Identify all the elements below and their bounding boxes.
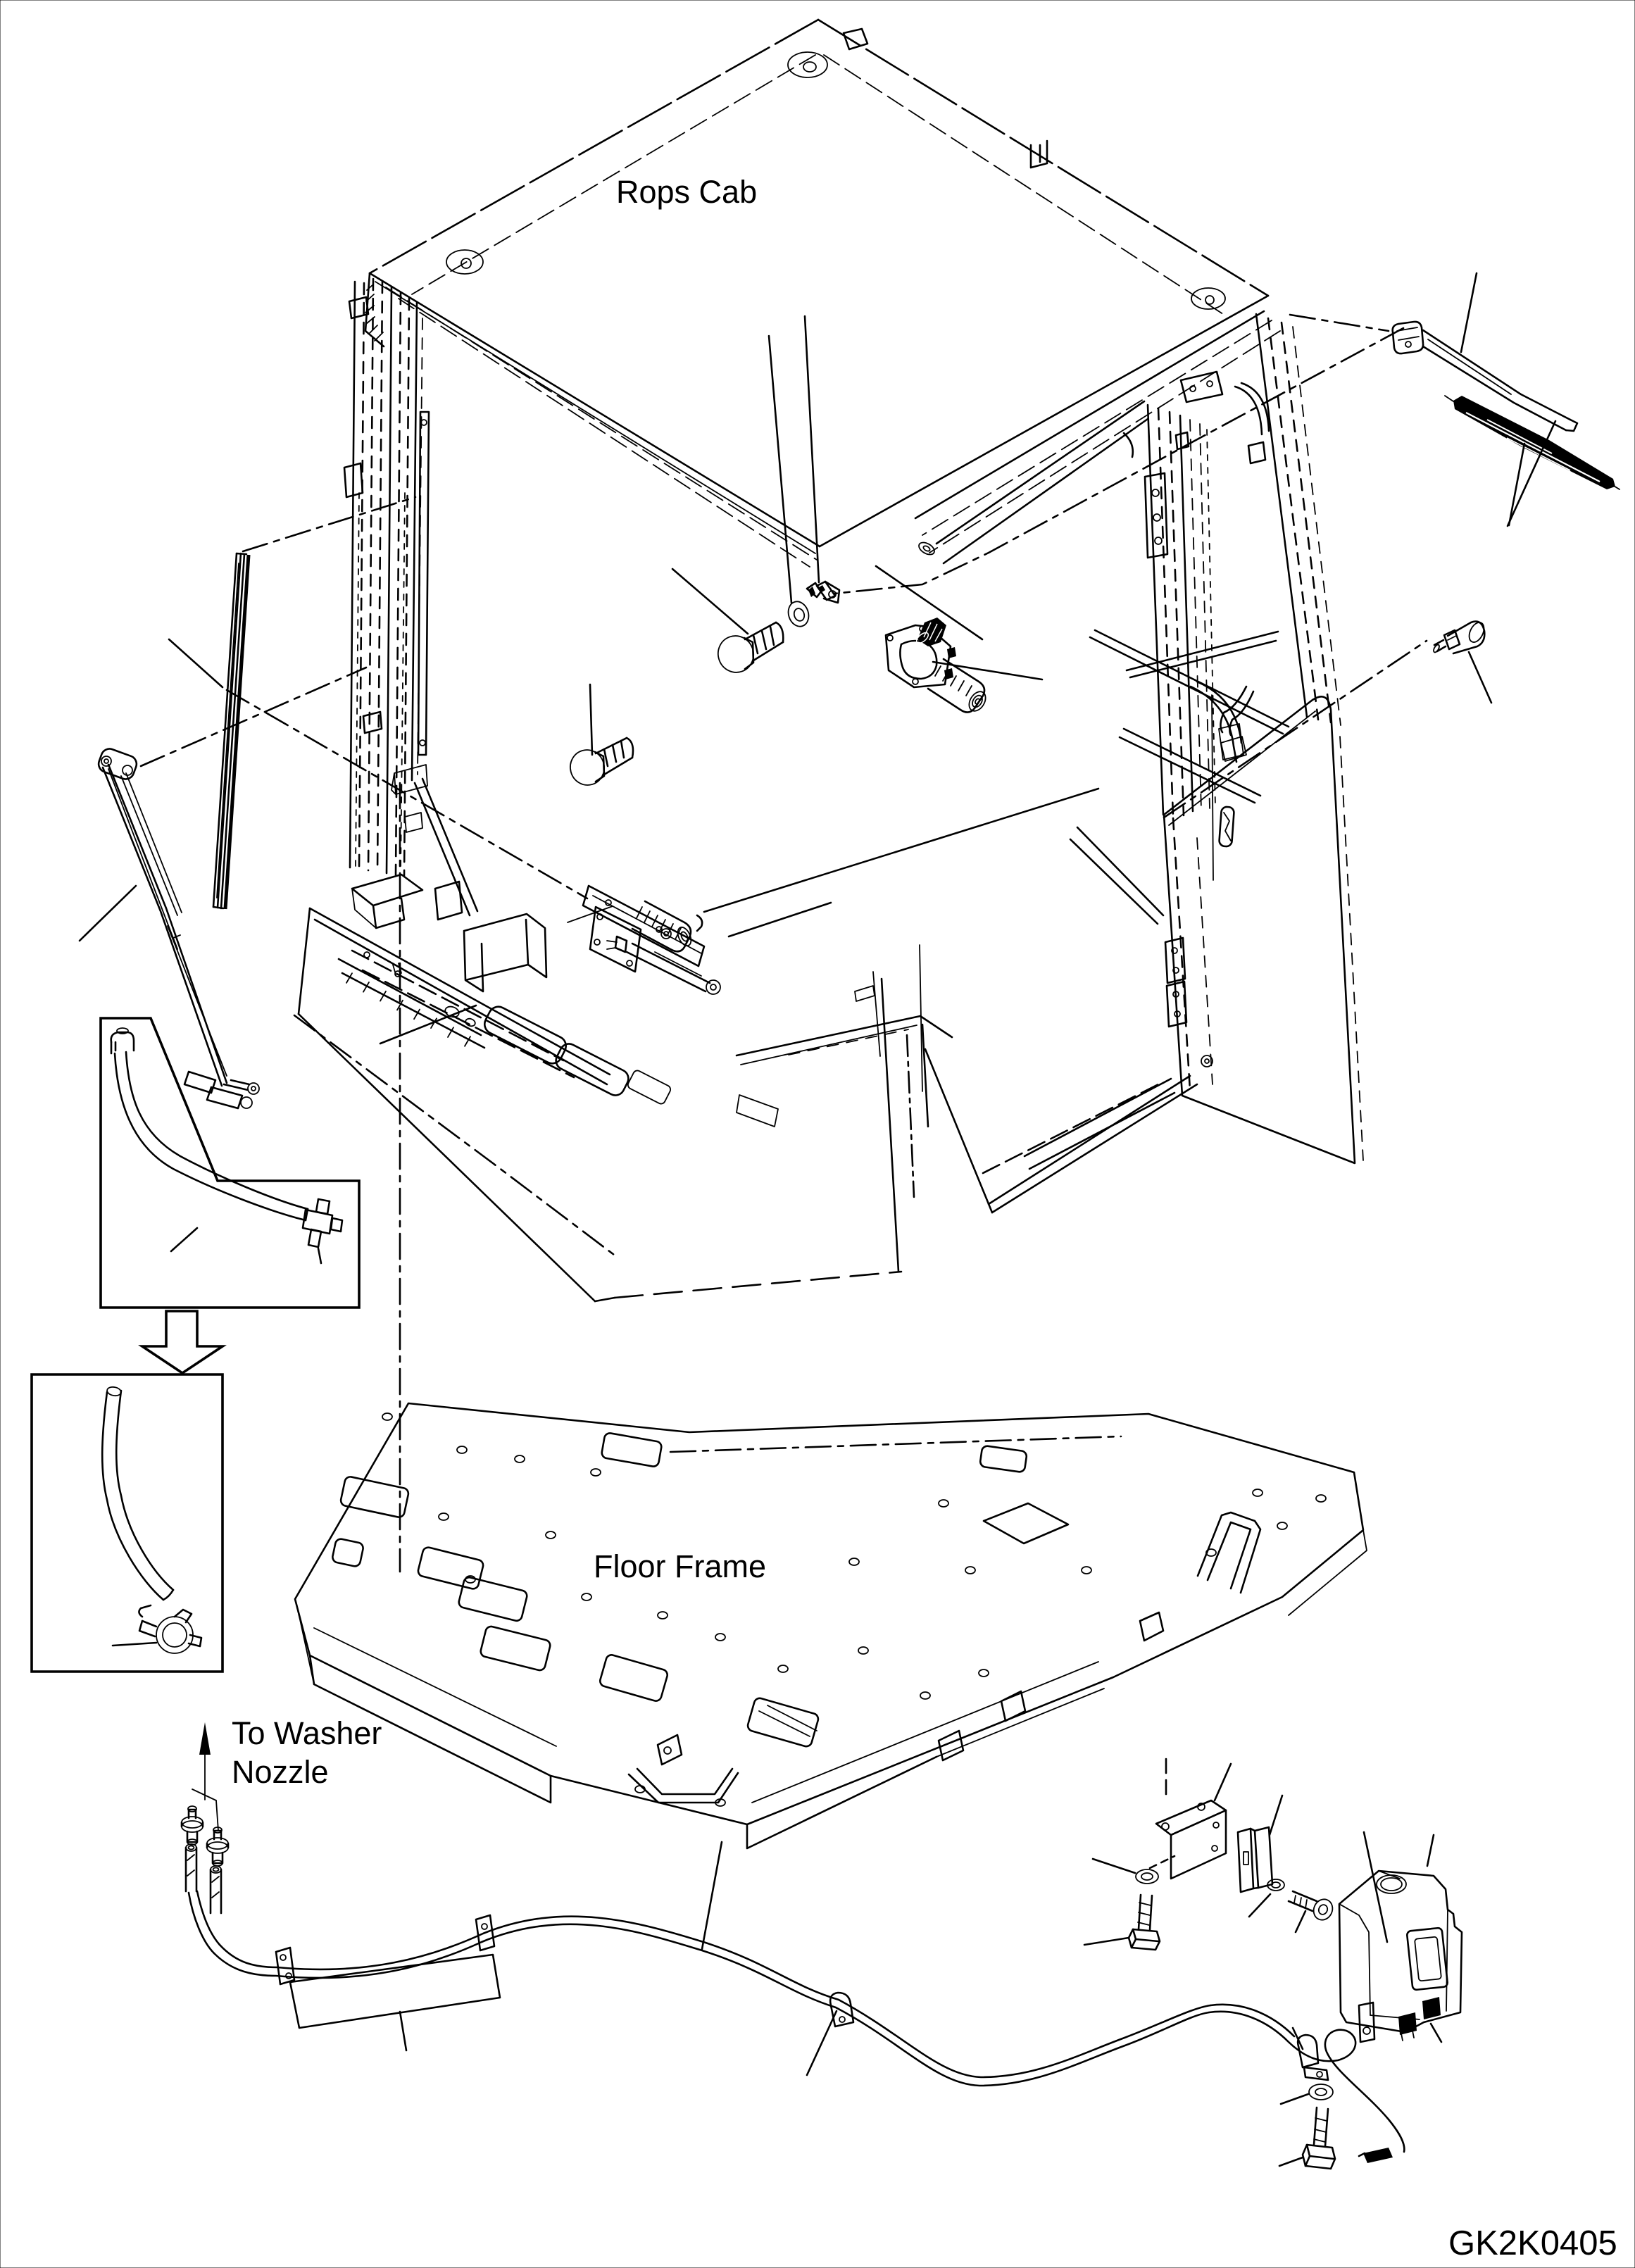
svg-text:GK2K0405: GK2K0405: [1448, 2224, 1617, 2262]
svg-text:Floor Frame: Floor Frame: [594, 1548, 766, 1584]
svg-text:To Washer: To Washer: [232, 1715, 382, 1751]
svg-text:Rops Cab: Rops Cab: [616, 174, 757, 210]
svg-text:Nozzle: Nozzle: [232, 1754, 329, 1790]
